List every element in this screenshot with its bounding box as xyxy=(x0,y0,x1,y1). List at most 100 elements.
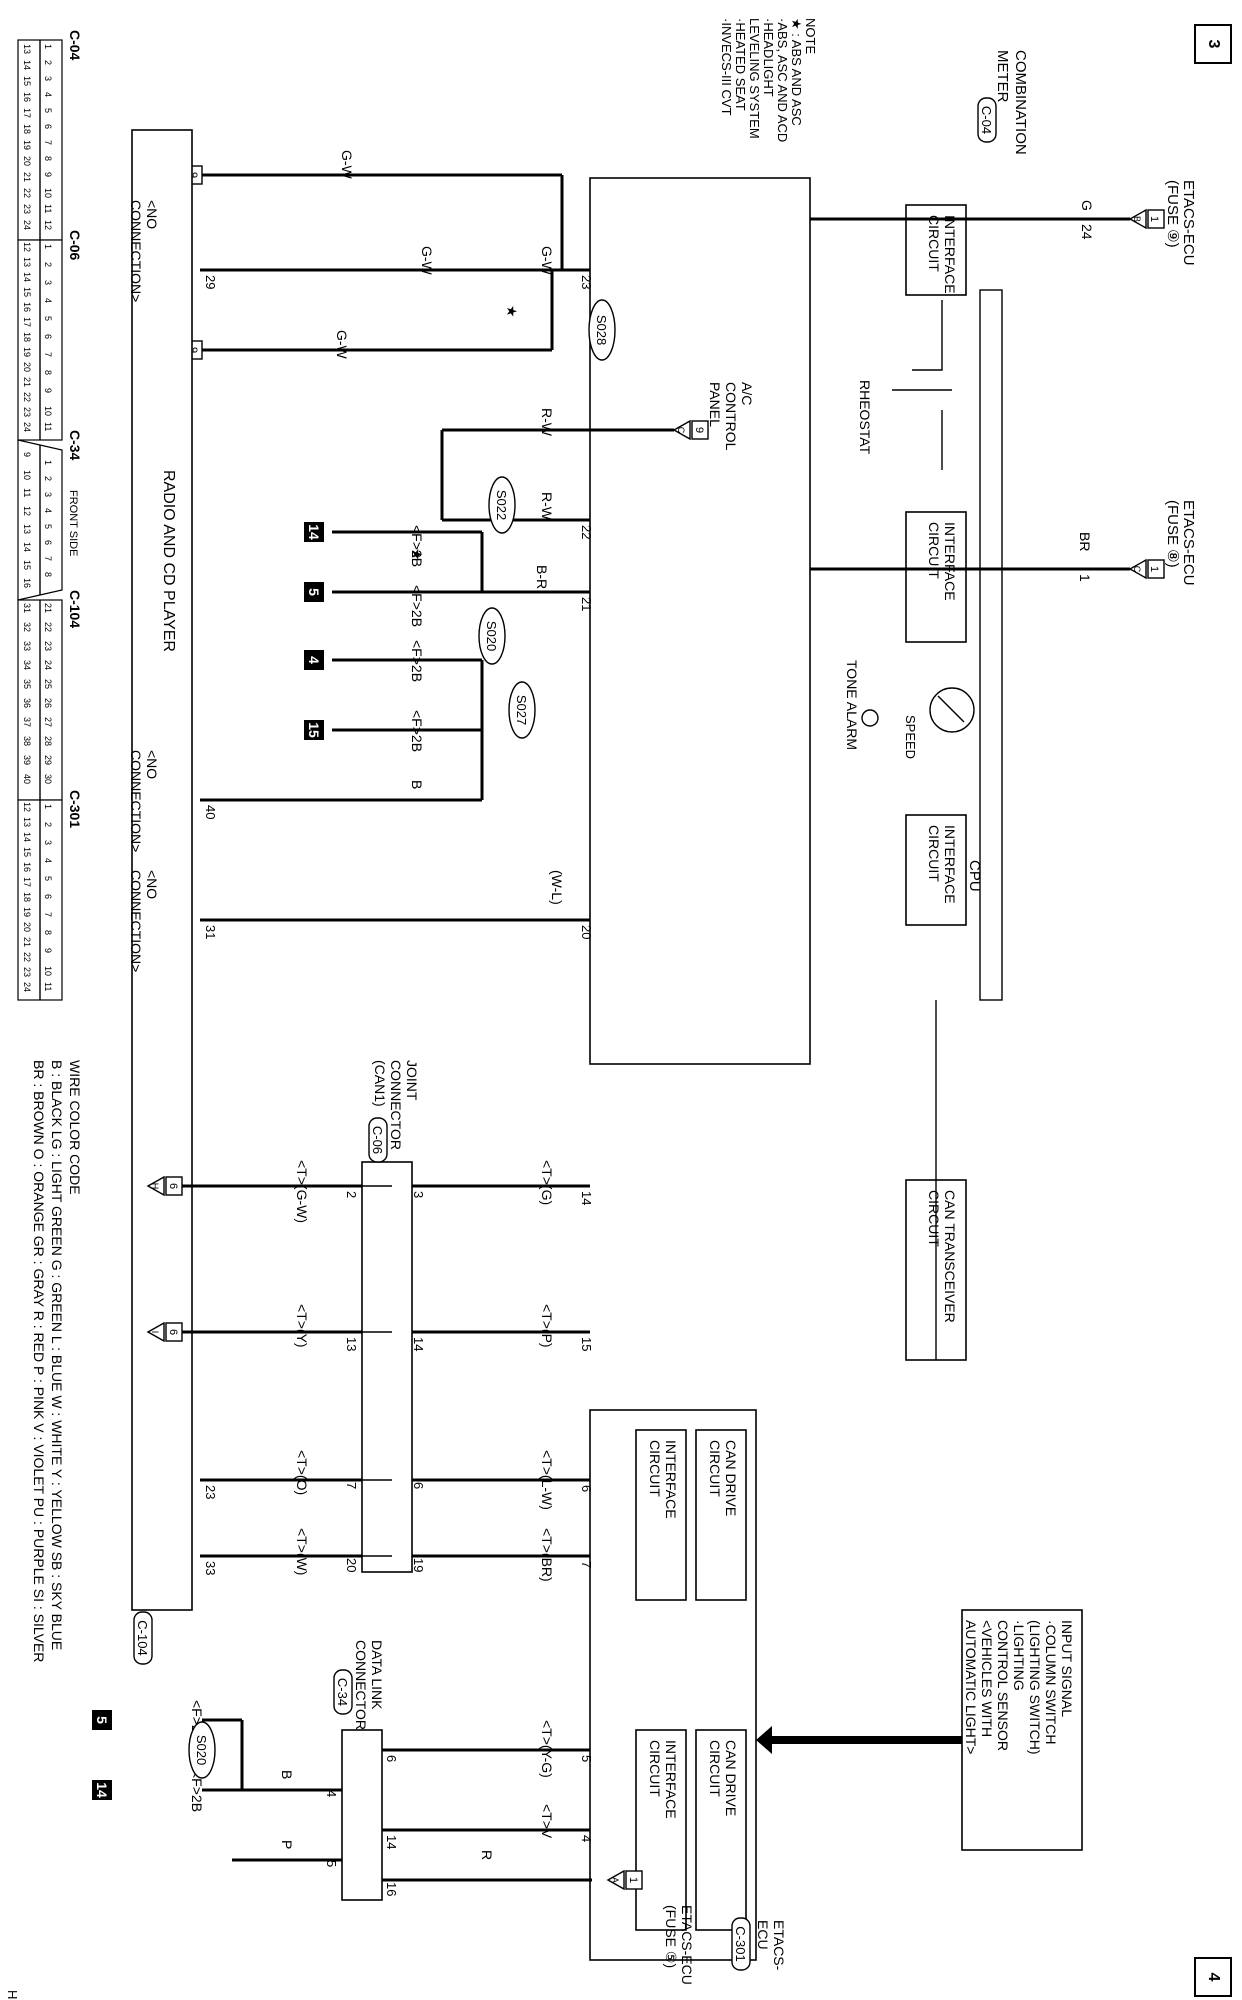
svg-text:DATA LINK: DATA LINK xyxy=(369,1640,385,1710)
svg-text:22: 22 xyxy=(22,392,32,402)
svg-text:20: 20 xyxy=(22,922,32,932)
svg-text:39: 39 xyxy=(22,755,32,765)
svg-text:9: 9 xyxy=(187,347,199,353)
svg-text:<T>(Y): <T>(Y) xyxy=(294,1304,310,1348)
svg-text:2: 2 xyxy=(43,822,53,827)
svg-text:17: 17 xyxy=(22,317,32,327)
svg-text:1: 1 xyxy=(627,1877,639,1883)
svg-text:C-04: C-04 xyxy=(979,106,994,134)
svg-text:(FUSE ⑤): (FUSE ⑤) xyxy=(663,1905,679,1968)
svg-text:4: 4 xyxy=(43,92,53,97)
svg-text:14: 14 xyxy=(22,272,32,282)
connector-c104: C-104 21 22 23 24 25 26 27 28 29 30 31 3… xyxy=(17,590,83,801)
svg-text:15: 15 xyxy=(579,1337,594,1351)
svg-text:8: 8 xyxy=(43,572,53,577)
interface-circuit-1: INTERFACE CIRCUIT xyxy=(905,204,967,296)
svg-text:S027: S027 xyxy=(514,695,529,725)
svg-text:15: 15 xyxy=(22,847,32,857)
etacs-fuse9-feed: ETACS-ECU (FUSE ⑨) 1 B G 24 xyxy=(810,180,1197,266)
svg-text:6: 6 xyxy=(167,1329,179,1335)
note-line: ·ABS, ASC AND ACD xyxy=(775,18,790,142)
svg-text:<T>(G): <T>(G) xyxy=(539,1160,555,1205)
svg-text:(W-L): (W-L) xyxy=(549,870,565,905)
svg-text:6: 6 xyxy=(43,894,53,899)
svg-text:40: 40 xyxy=(22,774,32,784)
svg-text:5: 5 xyxy=(306,588,322,596)
svg-text:14: 14 xyxy=(579,1191,594,1205)
svg-text:CAN DRIVE: CAN DRIVE xyxy=(723,1440,739,1516)
svg-text:13: 13 xyxy=(22,44,32,54)
svg-text:B : BLACK LG : LIGHT GREEN: B : BLACK LG : LIGHT GREEN G : GREEN L :… xyxy=(49,1060,65,1650)
svg-text:·LIGHTING: ·LIGHTING xyxy=(1011,1620,1027,1691)
svg-text:CIRCUIT: CIRCUIT xyxy=(926,1190,942,1247)
can-lines-lower: <T>(G-W) <T>(Y) <T>(O) <T>(W) 23 33 6 H … xyxy=(146,1160,362,1575)
svg-text:19: 19 xyxy=(411,1558,426,1572)
svg-text:24: 24 xyxy=(22,422,32,432)
svg-text:26: 26 xyxy=(43,698,53,708)
tone-alarm-label: TONE ALARM xyxy=(844,660,860,750)
svg-text:13: 13 xyxy=(344,1337,359,1351)
svg-text:C-301: C-301 xyxy=(67,790,83,828)
svg-text:CONTROL SENSOR: CONTROL SENSOR xyxy=(995,1620,1011,1751)
svg-text:25: 25 xyxy=(43,679,53,689)
svg-text:24: 24 xyxy=(1079,224,1095,240)
svg-text:PANEL: PANEL xyxy=(707,382,723,427)
svg-text:14: 14 xyxy=(22,832,32,842)
svg-text:40: 40 xyxy=(203,805,218,819)
svg-text:<NO: <NO xyxy=(144,870,160,899)
svg-text:3: 3 xyxy=(43,280,53,285)
svg-text:6: 6 xyxy=(384,1755,399,1762)
svg-text:8: 8 xyxy=(43,930,53,935)
svg-text:CIRCUIT: CIRCUIT xyxy=(926,522,942,579)
svg-text:2: 2 xyxy=(43,262,53,267)
connector-c34: C-34 FRONT SIDE 1 2 3 4 5 6 7 8 9 10 11 … xyxy=(17,430,83,601)
combination-meter-box xyxy=(589,177,811,1065)
wire-br-21: B-R 21 <F>2B <F>2B S020 14 5 xyxy=(304,522,594,665)
svg-text:CONNECTION>: CONNECTION> xyxy=(128,750,144,852)
svg-text:3: 3 xyxy=(43,840,53,845)
svg-text:R-W: R-W xyxy=(539,408,555,437)
svg-text:CONNECTOR: CONNECTOR xyxy=(353,1640,369,1730)
svg-text:5: 5 xyxy=(324,1860,339,1867)
svg-text:4: 4 xyxy=(324,1790,339,1797)
svg-text:METER: METER xyxy=(994,50,1011,103)
svg-text:11: 11 xyxy=(43,422,53,431)
note-line: ·INVECS-III CVT xyxy=(719,18,734,116)
svg-text:16: 16 xyxy=(384,1882,399,1896)
input-signal-box: INPUT SIGNAL ·COLUMN SWITCH (LIGHTING SW… xyxy=(756,1609,1083,1851)
svg-text:23: 23 xyxy=(22,967,32,977)
svg-text:JOINT: JOINT xyxy=(404,1060,420,1101)
svg-text:CIRCUIT: CIRCUIT xyxy=(926,825,942,882)
svg-text:38: 38 xyxy=(22,736,32,746)
svg-text:11: 11 xyxy=(43,204,53,213)
svg-text:WIRE COLOR CODE: WIRE COLOR CODE xyxy=(67,1060,83,1195)
svg-text:(CAN1): (CAN1) xyxy=(372,1060,388,1107)
svg-text:19: 19 xyxy=(22,140,32,150)
svg-text:2: 2 xyxy=(43,60,53,65)
svg-text:10: 10 xyxy=(43,406,53,416)
svg-text:1: 1 xyxy=(43,44,53,49)
splice-s027 xyxy=(508,681,536,739)
svg-text:10: 10 xyxy=(43,966,53,976)
svg-text:I: I xyxy=(150,1331,160,1334)
svg-text:14: 14 xyxy=(94,1782,110,1798)
note-line: LEVELING SYSTEM xyxy=(747,18,762,139)
svg-text:(FUSE ⑧): (FUSE ⑧) xyxy=(1164,500,1181,568)
svg-text:7: 7 xyxy=(579,1561,594,1568)
svg-text:32: 32 xyxy=(22,622,32,632)
svg-text:19: 19 xyxy=(22,347,32,357)
svg-text:13: 13 xyxy=(22,257,32,267)
svg-text:5: 5 xyxy=(579,1755,594,1762)
svg-text:CIRCUIT: CIRCUIT xyxy=(707,1440,723,1497)
svg-text:10: 10 xyxy=(43,188,53,198)
svg-text:9: 9 xyxy=(43,388,53,393)
svg-text:ETACS-ECU: ETACS-ECU xyxy=(1180,180,1197,266)
cpu-label: CPU xyxy=(966,860,983,892)
svg-text:S020: S020 xyxy=(194,1735,209,1765)
svg-text:<T>(Y-G): <T>(Y-G) xyxy=(539,1720,555,1778)
svg-text:37: 37 xyxy=(22,717,32,727)
svg-text:AUTOMATIC LIGHT>: AUTOMATIC LIGHT> xyxy=(963,1620,979,1754)
svg-text:20: 20 xyxy=(22,156,32,166)
svg-text:B: B xyxy=(409,780,425,789)
